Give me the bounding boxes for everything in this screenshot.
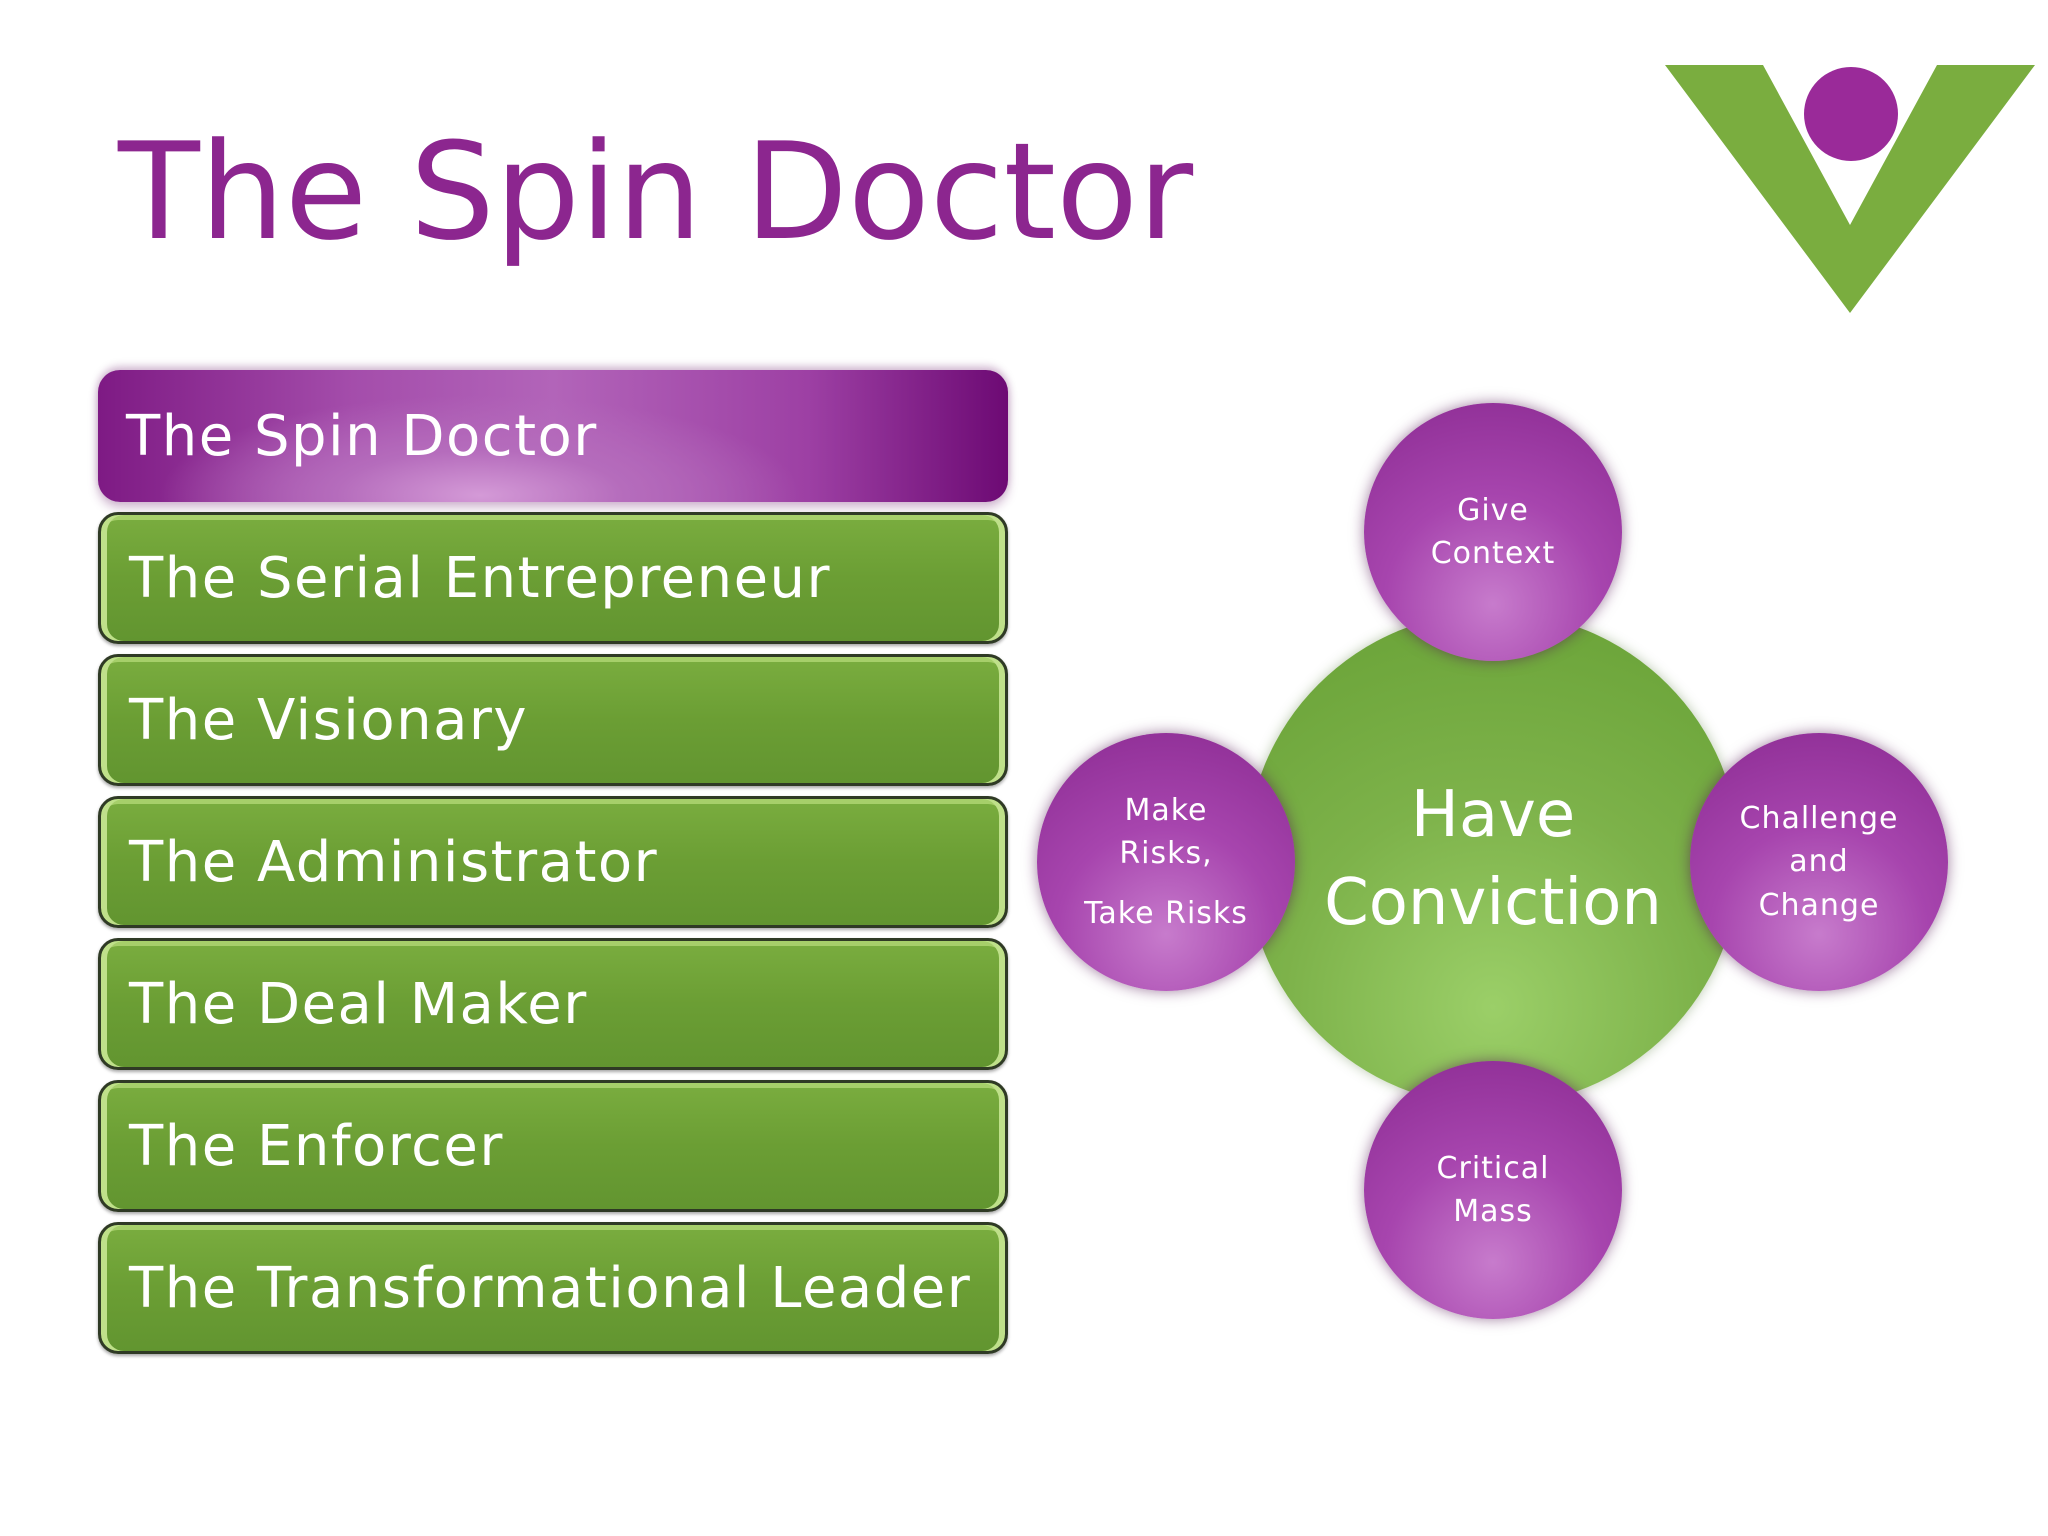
satellite-top-line2: Context (1430, 536, 1556, 571)
satellite-left-line1: Make (1124, 792, 1208, 828)
satellite-right-line2: and (1789, 844, 1849, 880)
center-circle-line1: Have (1410, 777, 1576, 852)
logo-chevron (1665, 65, 2035, 313)
persona-menu: The Spin Doctor The Serial Entrepreneur … (98, 370, 1008, 1364)
satellite-bottom-line1: Critical (1436, 1150, 1550, 1186)
v-person-logo-icon (1665, 65, 2035, 313)
menu-item-serial-entrepreneur[interactable]: The Serial Entrepreneur (98, 512, 1008, 644)
satellite-make-risks: Make Risks, Take Risks (1037, 733, 1295, 991)
logo-dot (1804, 67, 1898, 161)
center-circle-have-conviction: Have Conviction (1246, 612, 1740, 1106)
satellite-right-line1: Challenge (1739, 800, 1899, 836)
menu-item-visionary[interactable]: The Visionary (98, 654, 1008, 786)
satellite-top-line1: Give (1457, 492, 1529, 528)
menu-item-spin-doctor[interactable]: The Spin Doctor (98, 370, 1008, 502)
menu-item-enforcer[interactable]: The Enforcer (98, 1080, 1008, 1212)
satellite-left-line2: Risks, (1119, 836, 1213, 872)
satellite-left-line3: Take Risks (1084, 895, 1248, 931)
satellite-give-context: Give Context (1364, 403, 1622, 661)
center-circle-line2: Conviction (1324, 866, 1662, 940)
menu-item-deal-maker[interactable]: The Deal Maker (98, 938, 1008, 1070)
menu-item-administrator[interactable]: The Administrator (98, 796, 1008, 928)
satellite-challenge-and-change: Challenge and Change (1690, 733, 1948, 991)
satellite-critical-mass: Critical Mass (1364, 1061, 1622, 1319)
menu-item-transformational-leader[interactable]: The Transformational Leader (98, 1222, 1008, 1354)
satellite-bottom-line2: Mass (1453, 1194, 1533, 1229)
satellite-right-line3: Change (1758, 887, 1880, 923)
slide-title: The Spin Doctor (118, 114, 1194, 270)
